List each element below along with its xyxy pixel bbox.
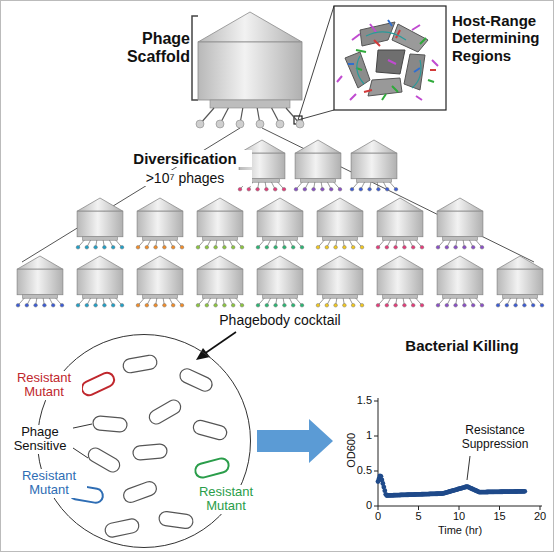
bacterium (194, 457, 230, 479)
axis-title: Time (hr) (420, 524, 500, 537)
phage (350, 140, 398, 191)
tick-label: 0 (363, 510, 393, 523)
phage (316, 198, 364, 249)
inset-box (334, 6, 446, 110)
chart-title: Bacterial Killing (385, 338, 539, 355)
phage (196, 12, 304, 128)
phage (496, 256, 544, 307)
axis-title: OD600 (345, 425, 358, 475)
bacterium (104, 518, 140, 539)
phage (256, 198, 304, 249)
bacterium (147, 397, 183, 426)
bacterium (122, 354, 158, 374)
tick-label: 1.5 (344, 394, 372, 407)
tick-label: 10 (444, 510, 474, 523)
heading-label: Host-Range Determining Regions (452, 12, 552, 64)
tick-label: 15 (485, 510, 515, 523)
phage (376, 256, 424, 307)
phage (76, 198, 124, 249)
tick-label: 20 (525, 510, 554, 523)
phage (136, 256, 184, 307)
bacterium (122, 480, 159, 505)
phage (436, 256, 484, 307)
fan-line (22, 128, 240, 262)
sensitive-label: Phage Sensitive (7, 425, 73, 454)
tick-label: 0.5 (344, 464, 372, 477)
tick-label: 1 (344, 429, 372, 442)
bacterium (132, 444, 167, 461)
bracket (192, 16, 198, 100)
bacterium (92, 416, 127, 433)
phage (196, 198, 244, 249)
phage (316, 256, 364, 307)
bacterium (86, 445, 122, 474)
bacterium (80, 370, 117, 397)
leader-line (298, 110, 334, 120)
chart-panel: Bacterial Killing (335, 338, 548, 546)
line-chart (374, 398, 542, 510)
mutant-label: Resistant Mutant (190, 485, 262, 514)
phage (136, 198, 184, 249)
phage (76, 256, 124, 307)
phage (196, 256, 244, 307)
protein-structure (337, 20, 438, 100)
annotation-label: Resistance Suppression (440, 424, 550, 452)
phage (294, 140, 342, 191)
cocktail-label: Phagebody cocktail (190, 312, 370, 328)
heading-label: Phage Scaffold (100, 30, 190, 67)
arrow-line (204, 332, 236, 354)
fan-line (262, 128, 534, 262)
count-label: >10⁷ phages (118, 170, 252, 186)
bacterium (178, 366, 215, 393)
block-arrow (257, 419, 333, 463)
heading-label: Diversification (118, 150, 252, 167)
tick-label: 5 (404, 510, 434, 523)
phage (436, 198, 484, 249)
bacterium (192, 419, 228, 441)
tick-label: 0 (344, 499, 372, 512)
phage (16, 256, 64, 307)
bacteria-population: Resistant MutantPhage SensitiveResistant… (37, 334, 251, 548)
phage (376, 198, 424, 249)
leader-line (467, 456, 470, 480)
phage (256, 256, 304, 307)
leader-line (298, 6, 334, 120)
bacterium (158, 511, 194, 530)
arrowhead (196, 348, 210, 360)
mutant-label: Resistant Mutant (6, 371, 82, 400)
mutant-label: Resistant Mutant (11, 469, 87, 498)
